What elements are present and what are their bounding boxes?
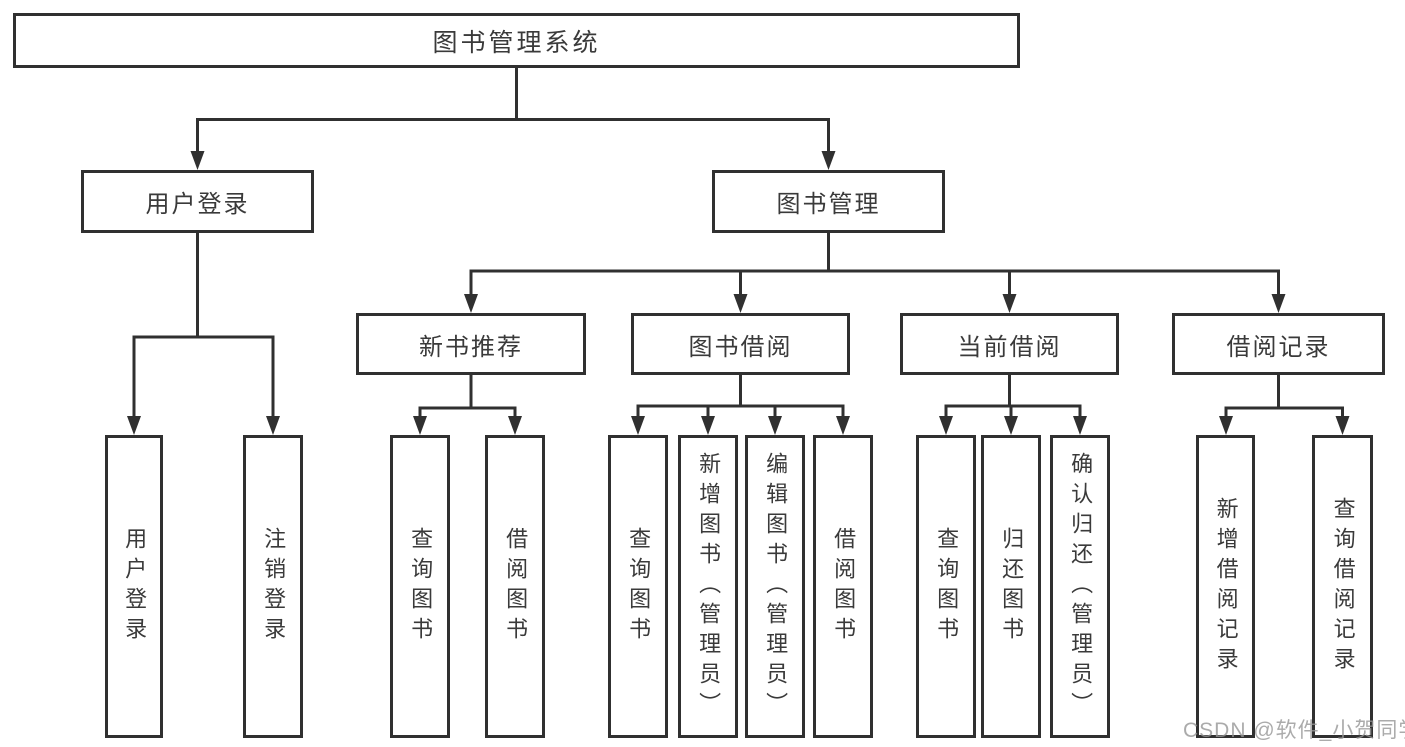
- node-root: 图书管理系统: [13, 13, 1020, 68]
- node-label: 图书管理系统: [432, 28, 601, 57]
- node-label: 查询图书: [934, 526, 960, 647]
- node-label: 用户登录: [145, 191, 250, 218]
- leaf-query-books-borrow: 查询图书: [608, 435, 668, 738]
- leaf-return-books: 归还图书: [981, 435, 1041, 738]
- node-label: 新书推荐: [419, 333, 523, 361]
- node-current-borrow: 当前借阅: [900, 313, 1119, 375]
- leaf-query-borrow-record: 查询借阅记录: [1312, 435, 1373, 738]
- leaf-logout: 注销登录: [243, 435, 303, 738]
- leaf-edit-books-admin: 编辑图书（管理员）: [745, 435, 805, 738]
- node-label: 查询借阅记录: [1330, 496, 1356, 677]
- node-label: 图书管理: [776, 191, 881, 218]
- node-label: 查询图书: [626, 526, 652, 647]
- node-label: 编辑图书（管理员）: [763, 451, 789, 722]
- node-label: 借阅图书: [831, 526, 857, 647]
- tree-edges: [132, 68, 1344, 418]
- node-borrow-records: 借阅记录: [1172, 313, 1385, 375]
- node-label: 借阅记录: [1226, 333, 1331, 361]
- node-new-book-recommend: 新书推荐: [356, 313, 586, 375]
- leaf-borrow-books: 借阅图书: [813, 435, 873, 738]
- node-label: 借阅图书: [503, 526, 529, 647]
- leaf-borrow-books-recommend: 借阅图书: [485, 435, 545, 738]
- node-label: 查询图书: [408, 526, 434, 647]
- node-user-login: 用户登录: [81, 170, 314, 233]
- node-book-management: 图书管理: [712, 170, 945, 233]
- node-label: 新增图书（管理员）: [696, 451, 722, 722]
- node-label: 用户登录: [122, 526, 148, 647]
- leaf-add-borrow-record: 新增借阅记录: [1196, 435, 1255, 738]
- node-label: 当前借阅: [957, 333, 1062, 361]
- csdn-watermark: CSDN @软件_小贺同学: [1183, 719, 1405, 742]
- leaf-query-books-recommend: 查询图书: [390, 435, 450, 738]
- leaf-confirm-return-admin: 确认归还（管理员）: [1050, 435, 1110, 738]
- node-label: 归还图书: [999, 526, 1025, 647]
- node-book-borrow: 图书借阅: [631, 313, 850, 375]
- node-label: 图书借阅: [688, 333, 793, 361]
- node-label: 确认归还（管理员）: [1068, 451, 1094, 722]
- node-label: 新增借阅记录: [1213, 496, 1239, 677]
- leaf-user-login: 用户登录: [105, 435, 163, 738]
- node-label: 注销登录: [261, 526, 287, 647]
- leaf-add-books-admin: 新增图书（管理员）: [678, 435, 738, 738]
- leaf-query-books-current: 查询图书: [916, 435, 976, 738]
